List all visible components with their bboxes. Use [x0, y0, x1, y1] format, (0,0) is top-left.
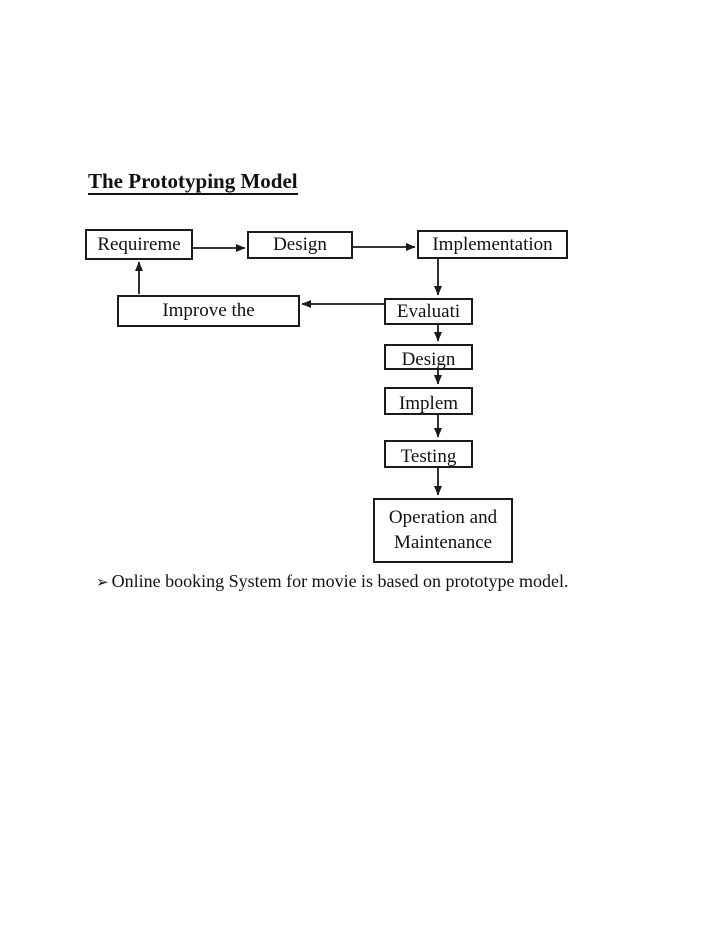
bullet-arrow-icon: ➢ — [96, 573, 109, 591]
flow-box-label: Implem — [398, 393, 459, 414]
flow-box-implement-stack: Implem — [384, 387, 473, 415]
flow-box-testing: Testing — [384, 440, 473, 468]
bullet-text: Online booking System for movie is based… — [111, 571, 569, 591]
flow-box-label: Testing — [400, 446, 457, 467]
flow-box-label: Design — [401, 349, 456, 370]
flow-box-label-line2: Maintenance — [393, 532, 493, 553]
flow-box-label-line1: Operation and — [388, 507, 498, 528]
flow-box-operation-maintenance: Operation and Maintenance — [373, 498, 513, 563]
bullet-line: ➢Online booking System for movie is base… — [96, 569, 569, 594]
flow-box-improve: Improve the — [117, 295, 300, 327]
flow-box-label: Implementation — [432, 234, 553, 255]
flow-box-implementation: Implementation — [417, 230, 568, 259]
flow-box-label: Requireme — [97, 234, 181, 255]
flow-box-evaluate: Evaluati — [384, 298, 473, 325]
flow-box-requirements: Requireme — [85, 229, 193, 260]
page-title: The Prototyping Model — [88, 169, 298, 195]
flow-box-label: Evaluati — [396, 301, 461, 322]
flow-box-label: Design — [273, 234, 327, 255]
flow-box-label: Improve the — [162, 300, 255, 321]
flow-box-design-stack: Design — [384, 344, 473, 370]
flow-box-design-top: Design — [247, 231, 353, 259]
